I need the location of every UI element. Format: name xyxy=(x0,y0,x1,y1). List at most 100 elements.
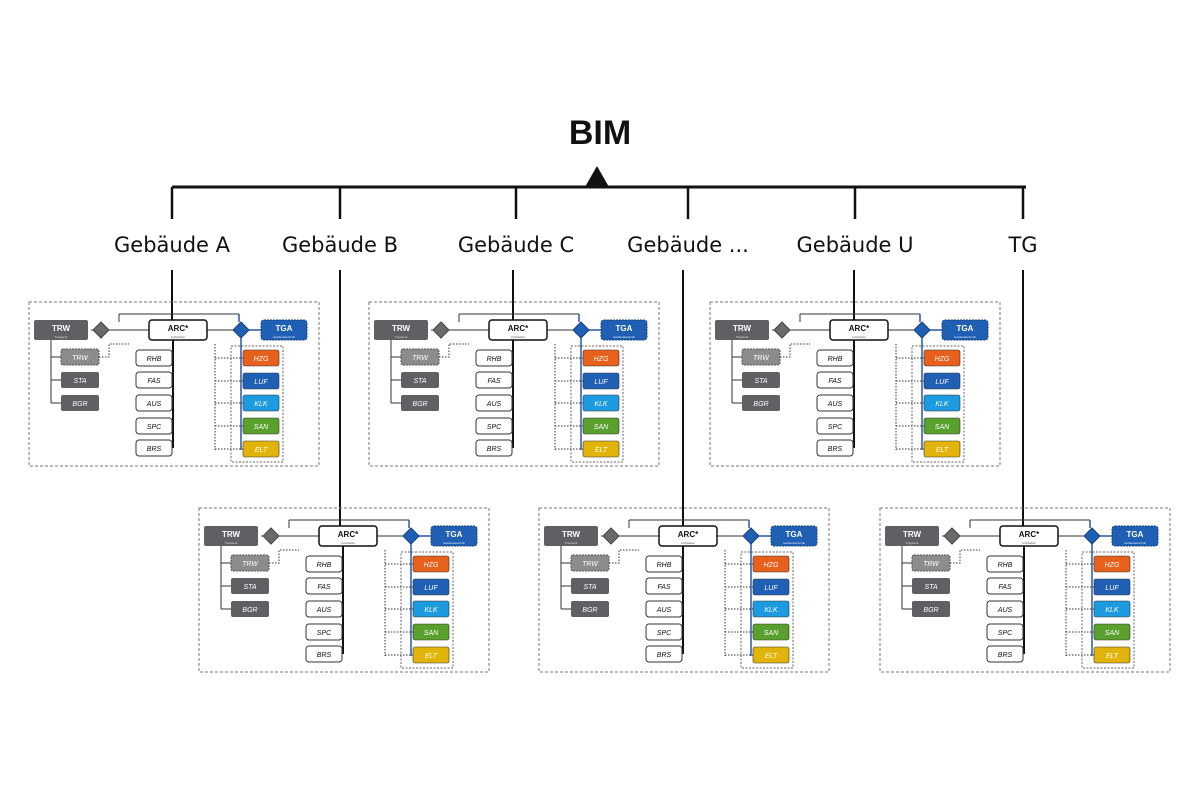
trw-node-label: TRW xyxy=(562,530,581,539)
trw-child-label: BGR xyxy=(923,607,938,614)
trw-child-node xyxy=(742,395,780,411)
arc-child-node xyxy=(986,623,1024,641)
arc-node-sub: Architektur xyxy=(171,335,185,339)
arc-node xyxy=(148,319,208,341)
tga-child-node xyxy=(923,349,961,367)
arc-child-node xyxy=(986,645,1024,663)
trw-diamond-icon xyxy=(432,321,450,339)
tga-child-label: ELT xyxy=(1106,653,1119,660)
trw-child-label: STA xyxy=(73,378,86,385)
tga-child-node xyxy=(1093,578,1131,596)
arc-child-label: RHB xyxy=(487,356,502,363)
arc-child-label: AUS xyxy=(827,401,843,408)
trw-node-label: TRW xyxy=(52,324,71,333)
arc-node-sub: Architektur xyxy=(681,541,695,545)
arc-node-label: ARC* xyxy=(338,530,359,539)
arc-child-node xyxy=(475,371,513,389)
arc-child-node xyxy=(645,555,683,573)
arc-child-node xyxy=(645,623,683,641)
arc-child-node xyxy=(305,600,343,618)
tga-child-label: HZG xyxy=(764,562,779,569)
trw-child-node xyxy=(571,578,609,594)
trw-child-label: STA xyxy=(583,584,596,591)
trw-child-label: STA xyxy=(413,378,426,385)
panel-boundary xyxy=(28,301,320,467)
trw-child-node xyxy=(61,395,99,411)
trw-diamond-icon xyxy=(943,527,961,545)
trw-arc-dotted xyxy=(439,343,469,358)
arc-child-node xyxy=(986,600,1024,618)
trw-arc-dotted xyxy=(99,343,129,358)
tga-diamond-icon xyxy=(742,527,760,545)
arc-child-node xyxy=(135,371,173,389)
trw-child-label: TRW xyxy=(753,355,770,362)
tga-child-node xyxy=(1093,646,1131,664)
tga-group-box xyxy=(740,551,794,669)
arc-child-label: AUS xyxy=(316,607,332,614)
tga-node-label: TGA xyxy=(786,530,803,539)
arc-child-label: SPC xyxy=(147,424,162,431)
arc-child-label: SPC xyxy=(657,630,672,637)
arc-node-label: ARC* xyxy=(849,324,870,333)
tga-node xyxy=(941,319,989,341)
trw-child-label: TRW xyxy=(923,561,940,568)
arc-child-node xyxy=(135,394,173,412)
tga-child-node xyxy=(752,646,790,664)
tga-child-node xyxy=(1093,555,1131,573)
tga-child-node xyxy=(582,349,620,367)
arc-child-label: SPC xyxy=(317,630,332,637)
panel-boundary xyxy=(198,507,490,673)
panel-boundary xyxy=(709,301,1001,467)
trw-arc-dotted xyxy=(609,549,639,564)
arc-node-sub: Architektur xyxy=(511,335,525,339)
tga-child-label: HZG xyxy=(254,356,269,363)
arc-child-node xyxy=(645,577,683,595)
arc-child-label: SPC xyxy=(487,424,502,431)
arc-node xyxy=(488,319,548,341)
trw-node-sub: Tragwerk xyxy=(55,335,68,339)
tga-node-label: TGA xyxy=(1127,530,1144,539)
trw-child-label: TRW xyxy=(242,561,259,568)
trw-child-node xyxy=(401,372,439,388)
tga-child-node xyxy=(582,394,620,412)
model-panel: TRWTragwerkARC*ArchitekturTGAGebäudetech… xyxy=(28,301,320,467)
tga-child-label: ELT xyxy=(425,653,438,660)
arc-node-sub: Architektur xyxy=(341,541,355,545)
arc-child-label: FAS xyxy=(317,584,330,591)
arc-node-label: ARC* xyxy=(1019,530,1040,539)
arc-node xyxy=(829,319,889,341)
tga-child-node xyxy=(412,555,450,573)
tga-child-label: ELT xyxy=(255,447,268,454)
arc-child-node xyxy=(135,349,173,367)
arc-child-label: BRS xyxy=(147,446,162,453)
arc-child-node xyxy=(816,371,854,389)
arc-child-node xyxy=(475,417,513,435)
tga-child-label: HZG xyxy=(594,356,609,363)
trw-child-label: BGR xyxy=(753,401,768,408)
tga-child-node xyxy=(242,440,280,458)
tga-child-node xyxy=(752,623,790,641)
tga-child-label: SAN xyxy=(764,630,779,637)
tga-child-node xyxy=(923,372,961,390)
panel-boundary xyxy=(879,507,1171,673)
arc-child-label: BRS xyxy=(317,652,332,659)
tga-node-sub: Gebäudetechnik xyxy=(273,335,295,339)
trw-diamond-icon xyxy=(773,321,791,339)
trw-arc-dotted xyxy=(780,343,810,358)
tga-child-label: KLK xyxy=(594,401,608,408)
tga-node xyxy=(1111,525,1159,547)
arc-node-label: ARC* xyxy=(678,530,699,539)
arc-child-node xyxy=(305,577,343,595)
trw-child-node xyxy=(61,372,99,388)
trw-node xyxy=(204,526,258,546)
arc-node-sub: Architektur xyxy=(852,335,866,339)
trw-node-label: TRW xyxy=(903,530,922,539)
tga-group-box xyxy=(230,345,284,463)
trw-child-label: TRW xyxy=(582,561,599,568)
arc-child-label: AUS xyxy=(146,401,162,408)
model-panel: TRWTragwerkARC*ArchitekturTGAGebäudetech… xyxy=(368,301,660,467)
arc-child-label: RHB xyxy=(657,562,672,569)
arc-child-label: FAS xyxy=(147,378,160,385)
tga-node-label: TGA xyxy=(616,324,633,333)
panel-boundary xyxy=(538,507,830,673)
